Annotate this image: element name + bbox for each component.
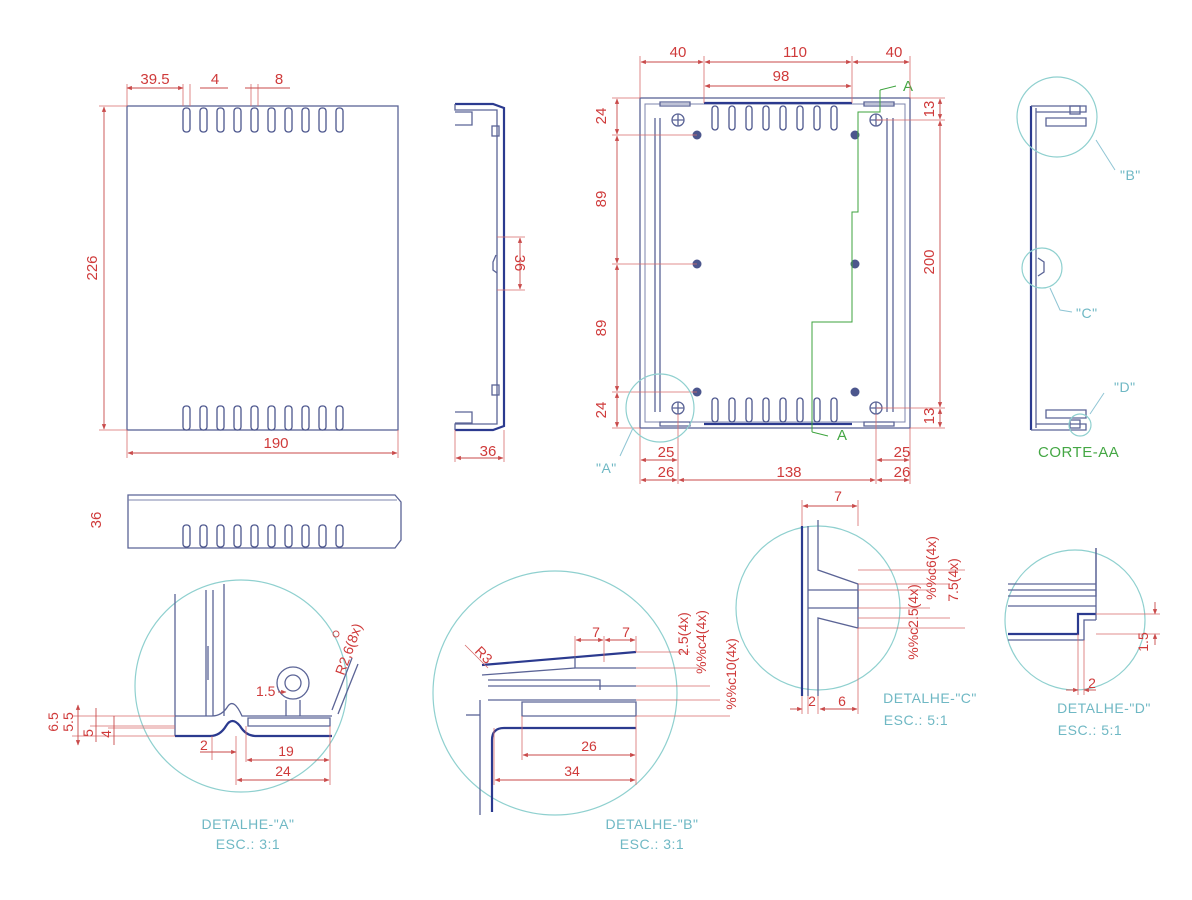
dim-89-top: 89 (593, 191, 610, 208)
detail-b-dim-c10: %%c10(4x) (723, 638, 739, 710)
detail-a-dim-2: 2 (200, 737, 208, 753)
dim-24-top: 24 (593, 108, 610, 125)
top-view-top-slots (711, 105, 838, 131)
dim-8: 8 (275, 71, 283, 88)
cut-label-a-top: A (903, 78, 914, 95)
detail-b-scale: ESC.: 3:1 (620, 836, 684, 852)
detail-d-circle (1004, 549, 1146, 691)
front-bottom-slots (182, 405, 344, 431)
section-title: CORTE-AA (1038, 444, 1119, 461)
detail-d-callout-circle (1068, 413, 1092, 437)
side-dim-36-bottom: 36 (480, 443, 497, 460)
detail-d-dim-2: 2 (1088, 675, 1096, 691)
detail-b-circle (432, 570, 678, 816)
detail-c: 7 %%c2.5(4x) %%c6(4x) 7.5(4x) 2 6 DETALH… (735, 488, 977, 728)
detail-c-dim-c2-5: %%c2.5(4x) (905, 584, 921, 659)
detail-a-dim-19: 19 (278, 743, 294, 759)
detail-d: 1.5 2 DETALHE-"D" ESC.: 5:1 (1004, 548, 1160, 738)
detail-d-title: DETALHE-"D" (1057, 700, 1151, 716)
front-view: 39.5 4 8 226 190 (84, 71, 399, 458)
detail-b-reference: "B" (1120, 167, 1141, 183)
dim-25-left: 25 (658, 444, 675, 461)
dim-226: 226 (84, 255, 101, 280)
detail-a-dim-5: 5 (80, 729, 96, 737)
detail-b-dim-2-5: 2.5(4x) (675, 612, 691, 656)
bottom-dim-36: 36 (88, 512, 105, 529)
dim-190: 190 (263, 435, 288, 452)
detail-a-dim-1-5: 1.5 (256, 683, 276, 699)
detail-a-dim-r2-6: R2,6(8x) (332, 621, 365, 677)
detail-a: R2,6(8x) 6.5 5.5 5 4 1.5 2 19 24 DETALHE… (45, 579, 365, 852)
dim-110: 110 (783, 44, 807, 61)
detail-b-dim-7-a: 7 (592, 624, 600, 640)
detail-c-reference: "C" (1076, 305, 1098, 321)
detail-c-dim-6: 6 (838, 693, 846, 709)
detail-a-dim-6-5: 6.5 (45, 712, 61, 732)
detail-b-dim-34: 34 (564, 763, 580, 779)
side-view: 36 36 (454, 102, 528, 462)
detail-a-dim-4: 4 (98, 730, 114, 738)
detail-a-scale: ESC.: 3:1 (216, 836, 280, 852)
detail-a-dim-5-5: 5.5 (60, 712, 76, 732)
top-view: A A 40 110 40 98 24 89 89 24 13 200 13 (593, 44, 945, 484)
top-outline (639, 97, 911, 429)
dim-26-left: 26 (658, 464, 675, 481)
detail-b-title: DETALHE-"B" (606, 816, 699, 832)
detail-a-callout-circle (625, 373, 695, 443)
dim-13-bottom: 13 (921, 408, 938, 425)
detail-c-dim-c6: %%c6(4x) (923, 536, 939, 600)
detail-c-title: DETALHE-"C" (883, 690, 977, 706)
side-dim-36: 36 (511, 255, 528, 272)
dim-98: 98 (773, 68, 790, 85)
detail-b-dim-7-b: 7 (622, 624, 630, 640)
detail-a-dim-24: 24 (275, 763, 291, 779)
detail-b-dim-26: 26 (581, 738, 597, 754)
detail-b-callout-circle (1016, 76, 1098, 158)
dim-26-right: 26 (894, 464, 911, 481)
detail-a-circle (134, 579, 348, 793)
detail-c-scale: ESC.: 5:1 (884, 712, 948, 728)
top-view-screw-holes (671, 113, 883, 415)
dim-13-top: 13 (921, 101, 938, 118)
detail-a-reference: "A" (596, 460, 617, 476)
dim-89-bottom: 89 (593, 320, 610, 337)
dim-138: 138 (776, 464, 801, 481)
bottom-view: 36 (88, 494, 402, 549)
bottom-view-slots (182, 524, 344, 548)
top-view-bottom-slots (711, 397, 838, 423)
front-top-slots (182, 107, 344, 133)
front-outline (126, 105, 399, 431)
detail-b-dim-c4: %%c4(4x) (693, 610, 709, 674)
cut-label-a-bottom: A (837, 427, 848, 444)
detail-a-title: DETALHE-"A" (202, 816, 295, 832)
dim-4: 4 (211, 71, 219, 88)
detail-d-scale: ESC.: 5:1 (1058, 722, 1122, 738)
detail-c-dim-2: 2 (808, 693, 816, 709)
detail-d-dim-1-5: 1.5 (1135, 632, 1151, 652)
detail-c-callout-circle (1021, 247, 1063, 289)
dim-40-right: 40 (886, 44, 903, 61)
section-aa: "B" "C" "D" CORTE-AA (1016, 76, 1141, 461)
dim-40-left: 40 (670, 44, 687, 61)
detail-b: R3 7 7 2.5(4x) %%c4(4x) %%c10(4x) 26 34 … (432, 570, 739, 852)
dim-39-5: 39.5 (140, 71, 169, 88)
detail-c-dim-7: 7 (834, 488, 842, 504)
dim-24-bottom: 24 (593, 402, 610, 419)
section-cut-line (811, 90, 881, 432)
detail-d-reference: "D" (1114, 379, 1136, 395)
dim-25-right: 25 (894, 444, 911, 461)
detail-c-dim-7-5: 7.5(4x) (945, 558, 961, 602)
dim-200: 200 (921, 249, 938, 274)
